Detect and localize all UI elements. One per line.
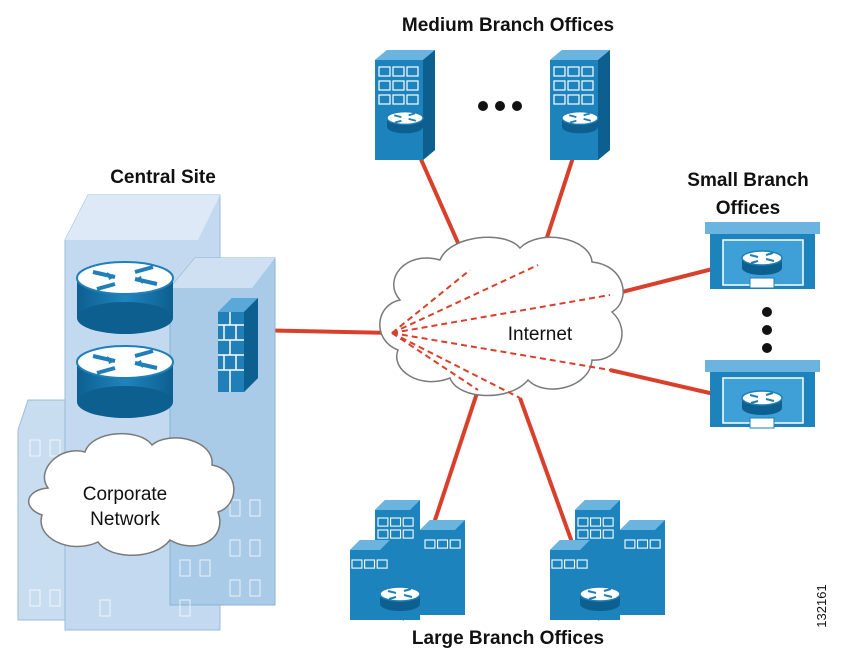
ellipsis-icon [478, 101, 522, 111]
central-site-label: Central Site [110, 167, 216, 188]
ellipsis-icon [762, 307, 772, 353]
router-icon [741, 390, 783, 429]
corporate-network-cloud: Corporate Network [28, 433, 235, 556]
router-icon [579, 586, 621, 612]
building-icon [550, 50, 610, 160]
figure-id: 132161 [814, 584, 829, 627]
corporate-label-2: Network [90, 509, 160, 530]
cloud-icon: Internet [379, 236, 624, 399]
medium-branch-label: Medium Branch Offices [402, 15, 614, 36]
building-icon [375, 50, 435, 160]
router-icon [386, 110, 424, 135]
internet-label: Internet [508, 324, 573, 345]
small-branch-label-2: Offices [716, 198, 780, 219]
router-icon [75, 260, 175, 336]
router-icon [741, 250, 783, 289]
router-icon [561, 110, 599, 135]
corporate-label-1: Corporate [83, 484, 168, 505]
router-icon [379, 586, 421, 612]
router-icon [75, 344, 175, 420]
firewall-icon [218, 298, 258, 392]
large-branch-label: Large Branch Offices [412, 628, 604, 649]
small-branch-label-1: Small Branch [687, 170, 808, 191]
